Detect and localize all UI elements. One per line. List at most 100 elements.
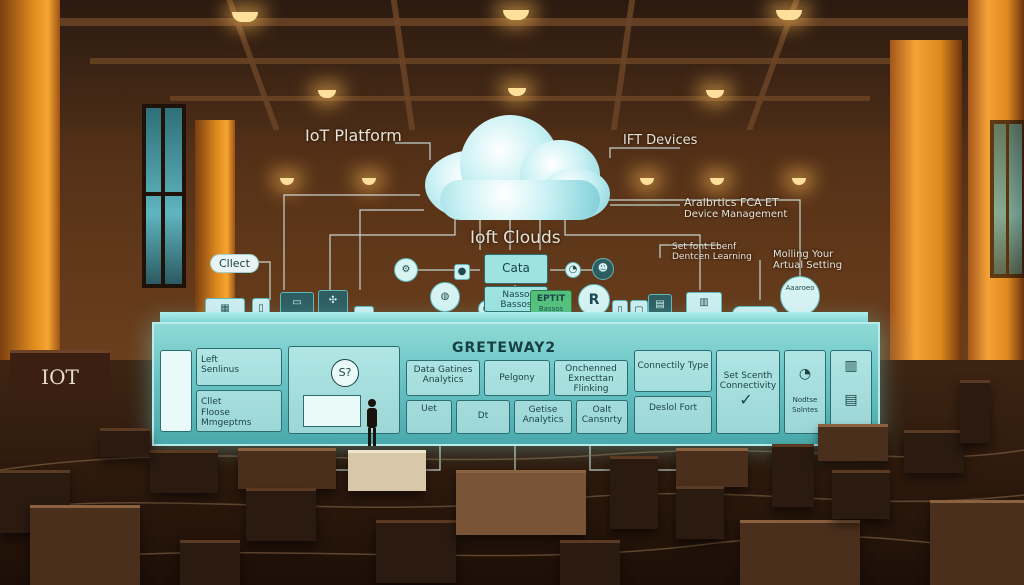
bot-icon: ☻ bbox=[592, 258, 614, 280]
panel-uct-label: Uet bbox=[421, 404, 437, 414]
equipment-box bbox=[930, 500, 1024, 585]
equipment-box bbox=[180, 540, 240, 585]
node-cata-label: Cata bbox=[502, 261, 530, 275]
label-analytics: Aralbrtics FCA ET bbox=[684, 196, 779, 209]
person-figure bbox=[367, 399, 377, 446]
panel-dt-label: Dt bbox=[477, 411, 489, 421]
ceiling-lamp bbox=[318, 90, 336, 98]
bar-chart-icon: ▥ bbox=[844, 358, 858, 374]
label-artual-setting: Artual Setting bbox=[773, 260, 843, 271]
equipment-box bbox=[772, 444, 814, 507]
equipment-box bbox=[150, 450, 218, 493]
ceiling-lamp bbox=[280, 178, 294, 185]
document-icon: ▤ bbox=[844, 392, 858, 408]
panel-onchenned-label: Onchenned Exnecttan Flinking bbox=[565, 364, 617, 394]
equipment-box bbox=[610, 456, 658, 529]
gateway-title: GRETEWAY2 bbox=[452, 340, 557, 356]
device-node: Aaaroeo bbox=[780, 276, 820, 316]
ceiling-lamp bbox=[362, 178, 376, 185]
equipment-box bbox=[740, 520, 860, 585]
wall-pillar bbox=[0, 0, 60, 360]
equipment-box bbox=[376, 520, 456, 583]
panel-pelgony: Pelgony bbox=[484, 360, 550, 396]
window bbox=[142, 104, 186, 288]
gear-icon: ⚙ bbox=[394, 258, 418, 282]
equipment-box bbox=[818, 424, 888, 461]
label-device-management: Device Management bbox=[684, 209, 788, 220]
device-node-label: Aaaroeo bbox=[785, 284, 815, 292]
node-cata: Cata bbox=[484, 254, 548, 284]
node-nasso-label: Nasso bbox=[502, 290, 530, 300]
panel-deslol: Deslol Fort bbox=[634, 396, 712, 434]
ceiling-lamp bbox=[792, 178, 806, 185]
label-devices-learning: Dentcen Learning bbox=[672, 252, 752, 262]
panel-set-scenth: Set Scenth Connectivity ✓ bbox=[716, 350, 780, 434]
equipment-box bbox=[30, 505, 140, 585]
iot-sign: IOT bbox=[10, 350, 110, 401]
equipment-box bbox=[676, 486, 724, 539]
main-title: Ioft Clouds bbox=[470, 228, 561, 248]
panel-connectily: Connectily Type bbox=[634, 350, 712, 392]
panel-right-small-sub: Solntes bbox=[792, 406, 818, 414]
panel-uct: Uet bbox=[406, 400, 452, 434]
panel-cllet-label: Cllet bbox=[201, 397, 222, 407]
user-icon: ● bbox=[454, 264, 470, 280]
equipment-box bbox=[348, 450, 426, 491]
equipment-box bbox=[238, 448, 336, 489]
panel-onchenned: Onchenned Exnecttan Flinking bbox=[554, 360, 628, 396]
database-icon: S? bbox=[331, 359, 359, 387]
panel-database: S? bbox=[288, 346, 400, 434]
panel-dt: Dt bbox=[456, 400, 510, 434]
equipment-box bbox=[560, 540, 620, 585]
ceiling-lamp bbox=[776, 10, 802, 20]
ceiling-lamp bbox=[706, 90, 724, 98]
panel-connectily-label: Connectily Type bbox=[637, 361, 709, 371]
panel-pelgony-label: Pelgony bbox=[499, 373, 535, 383]
globe-icon: ◍ bbox=[430, 282, 460, 312]
panel-right-small: ◔ Nodtse Solntes bbox=[784, 350, 826, 434]
cllect-tag: Cllect bbox=[210, 254, 259, 273]
gateway-list-panel bbox=[160, 350, 192, 432]
panel-cllet-sub: Floose Mmgeptms bbox=[201, 408, 252, 428]
node-nasso-sub: Bassos bbox=[500, 300, 532, 310]
panel-set-scenth-label: Set Scenth Connectivity bbox=[719, 371, 777, 391]
ceiling-lamp bbox=[508, 88, 526, 96]
label-molling: Molling Your bbox=[773, 249, 834, 260]
robot-icon: R bbox=[578, 284, 610, 316]
wall-pillar bbox=[890, 40, 962, 370]
ceiling-beam bbox=[0, 18, 1024, 26]
equipment-box bbox=[100, 428, 150, 457]
ceiling-lamp bbox=[710, 178, 724, 185]
dial-icon: ◔ bbox=[565, 262, 581, 278]
node-eptit-label: EPTIT bbox=[536, 294, 566, 304]
equipment-box bbox=[904, 430, 964, 473]
panel-getise: Getise Analytics bbox=[514, 400, 572, 434]
node-eptit-sub: Bassos bbox=[538, 305, 564, 313]
gateway-top bbox=[160, 312, 868, 324]
equipment-box bbox=[246, 488, 316, 541]
chart-icon: ◔ bbox=[798, 366, 812, 382]
label-iot-platform: IoT Platform bbox=[305, 126, 402, 145]
equipment-box bbox=[960, 380, 990, 443]
monitor-icon bbox=[303, 395, 361, 427]
panel-oalt-label: Oalt Cansnrty bbox=[581, 405, 623, 425]
panel-deslol-label: Deslol Fort bbox=[648, 403, 698, 413]
panel-oalt: Oalt Cansnrty bbox=[576, 400, 628, 434]
panel-data-analytics: Data Gatines Analytics bbox=[406, 360, 480, 396]
equipment-box bbox=[832, 470, 890, 519]
panel-left-senlinus: Left Senlinus bbox=[196, 348, 282, 386]
equipment-box bbox=[456, 470, 586, 535]
check-icon: ✓ bbox=[739, 390, 753, 409]
panel-getise-label: Getise Analytics bbox=[522, 405, 564, 425]
ceiling-beam bbox=[170, 96, 870, 101]
panel-data-analytics-label: Data Gatines Analytics bbox=[413, 365, 473, 385]
label-ift-devices: IFT Devices bbox=[623, 133, 698, 148]
equipment-box bbox=[676, 448, 748, 487]
ceiling-lamp bbox=[640, 178, 654, 185]
panel-bars: ▥ ▤ bbox=[830, 350, 872, 434]
panel-right-small-label: Nodtse bbox=[792, 396, 818, 404]
panel-cllet: Cllet Floose Mmgeptms bbox=[196, 390, 282, 432]
ceiling-beam bbox=[90, 58, 950, 64]
window bbox=[990, 120, 1024, 278]
